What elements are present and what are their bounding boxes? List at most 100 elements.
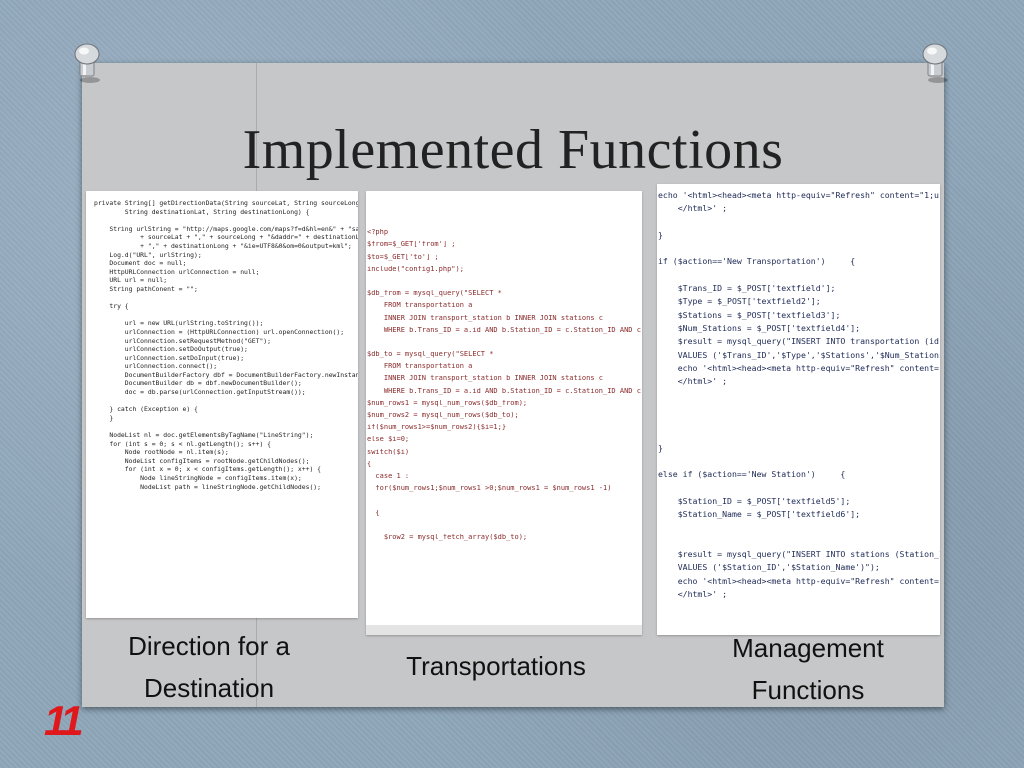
code-line <box>94 295 358 304</box>
code-line: Log.d("URL", urlString); <box>94 251 202 259</box>
code-line: INNER JOIN transport_station b INNER JOI… <box>367 314 604 322</box>
code-line <box>367 522 642 534</box>
code-screenshot-management: echo '<html><head><meta http-equiv="Refr… <box>657 184 940 635</box>
code-line: for (int s = 0; s < nl.getLength(); s++)… <box>94 440 271 448</box>
code-line <box>658 523 940 536</box>
code-line: </html>' ; <box>658 589 728 599</box>
code-block: private String[] getDirectionData(String… <box>86 191 358 492</box>
code-line: urlConnection.setDoInput(true); <box>94 354 245 362</box>
code-line: else if ($action=='New Station') { <box>658 470 846 480</box>
code-line: DocumentBuilder db = dbf.newDocumentBuil… <box>94 380 302 388</box>
code-line: HttpURLConnection urlConnection = null; <box>94 268 260 276</box>
caption-direction: Direction for a Destination <box>86 625 332 709</box>
code-line: String pathConent = ""; <box>94 285 198 293</box>
code-line <box>367 278 642 290</box>
code-line: { <box>367 509 380 517</box>
code-line: VALUES ('$Station_ID','$Station_Name')")… <box>658 563 880 573</box>
code-line: $db_to = mysql_query("SELECT * <box>367 351 494 359</box>
code-line <box>658 484 940 497</box>
code-line: String urlString = "http://maps.google.c… <box>94 225 358 233</box>
code-line: + sourceLat + "," + sourceLong + "&daddr… <box>94 234 358 242</box>
code-line <box>94 217 358 226</box>
code-line: Node lineStringNode = configItems.item(x… <box>94 475 302 482</box>
code-line: $result = mysql_query("INSERT INTO stati… <box>677 550 940 560</box>
code-line: urlConnection.setDoOutput(true); <box>94 346 248 354</box>
code-line: INNER JOIN transport_station b INNER JOI… <box>367 375 604 383</box>
code-line: DocumentBuilderFactory dbf = DocumentBui… <box>94 371 358 379</box>
code-line <box>658 457 940 470</box>
code-line: case 1 : <box>367 472 410 480</box>
code-line: for($num_rows1;$num_rows1 >0;$num_rows1 … <box>367 485 612 493</box>
code-line: NodeList nl = doc.getElementsByTagName("… <box>94 432 314 440</box>
code-line: $Trans_ID = $_POST['textfield']; <box>658 284 836 294</box>
slide-title: Implemented Functions <box>242 119 784 181</box>
code-line <box>658 537 940 550</box>
code-block: <?php$from=$_GET['from'] ;$to=$_GET['to'… <box>366 191 642 546</box>
caption-line: Direction for a <box>128 631 290 661</box>
code-line <box>367 497 642 509</box>
code-line: include("config1.php"); <box>367 265 464 273</box>
code-line: NodeList path = lineStringNode.getChildN… <box>94 483 322 491</box>
code-line: FROM transportation a <box>367 302 473 310</box>
caption-management: Management Functions <box>680 627 936 711</box>
code-line: echo '<html><head><meta http-equiv="Refr… <box>677 576 940 586</box>
code-line: $db_from = mysql_query("SELECT * <box>367 290 502 298</box>
caption-transportations: Transportations <box>406 651 586 681</box>
pushpin-icon <box>70 42 104 86</box>
code-line <box>658 271 940 284</box>
code-screenshot-direction: private String[] getDirectionData(String… <box>86 191 358 618</box>
pushpin-icon <box>918 42 952 86</box>
code-line: $Station_ID = $_POST['textfield5']; <box>658 496 851 506</box>
slide-number: 11 <box>44 697 84 744</box>
code-line: + "," + destinationLong + "&ie=UTF8&0&om… <box>94 242 352 250</box>
code-block: echo '<html><head><meta http-equiv="Refr… <box>657 184 940 630</box>
code-line <box>658 218 940 231</box>
code-line: try { <box>94 303 129 311</box>
code-line: } <box>94 414 114 422</box>
scrollbar-strip <box>366 625 642 635</box>
code-line <box>94 423 358 432</box>
code-line <box>367 339 642 351</box>
code-line: private String[] getDirectionData(String… <box>94 200 358 207</box>
caption-line: Destination <box>143 673 275 703</box>
code-line: VALUES ('$Trans_ID','$Type','$Stations',… <box>658 350 940 360</box>
code-line: </html>' ; <box>658 204 728 214</box>
code-line: Document doc = null; <box>94 260 187 268</box>
code-line: String destinationLat, String destinatio… <box>94 208 310 216</box>
code-line <box>658 390 940 403</box>
code-line: echo '<html><head><meta http-equiv="Refr… <box>658 191 940 200</box>
code-line: } catch (Exception e) { <box>94 406 198 414</box>
code-line <box>658 430 940 443</box>
code-line: $to=$_GET['to'] ; <box>367 253 439 261</box>
code-line: $result = mysql_query("INSERT INTO trans… <box>677 337 940 347</box>
code-line: $Type = $_POST['textfield2']; <box>658 297 821 307</box>
code-line: } <box>658 443 663 453</box>
code-line <box>658 404 940 417</box>
code-line: switch($i) <box>367 448 410 456</box>
caption-line: Management <box>732 633 884 663</box>
code-line: urlConnection = (HttpURLConnection) url.… <box>94 328 345 336</box>
code-line: $num_rows1 = mysql_num_rows($db_from); <box>367 399 528 407</box>
code-line: echo '<html><head><meta http-equiv="Refr… <box>677 363 940 373</box>
caption-line: Functions <box>751 675 865 705</box>
code-line: for (int x = 0; x < configItems.getLengt… <box>94 466 322 474</box>
code-line: FROM transportation a <box>367 363 473 371</box>
code-line: urlConnection.setRequestMethod("GET"); <box>94 337 271 345</box>
code-line: } <box>658 230 663 240</box>
code-line: </html>' ; <box>658 377 728 387</box>
code-line: WHERE b.Trans_ID = a.id AND b.Station_ID… <box>383 387 642 395</box>
code-line: urlConnection.connect(); <box>94 363 218 371</box>
code-line: $Stations = $_POST['textfield3']; <box>658 310 841 320</box>
code-line: $from=$_GET['from'] ; <box>367 241 456 249</box>
code-line: $row2 = mysql_fetch_array($db_to); <box>367 533 528 541</box>
code-line: $Num_Stations = $_POST['textfield4']; <box>658 323 861 333</box>
code-line: if($num_rows1>=$num_rows2){$i=1;} <box>367 424 507 432</box>
code-line: NodeList configItems = rootNode.getChild… <box>94 457 310 465</box>
code-screenshot-transportations: <?php$from=$_GET['from'] ;$to=$_GET['to'… <box>366 191 642 635</box>
code-line: WHERE b.Trans_ID = a.id AND b.Station_ID… <box>383 326 642 334</box>
code-line: $num_rows2 = mysql_num_rows($db_to); <box>367 412 519 419</box>
code-line: url = new URL(urlString.toString()); <box>94 320 264 328</box>
code-line <box>94 312 358 321</box>
code-line: URL url = null; <box>94 277 168 285</box>
code-line <box>94 398 358 407</box>
